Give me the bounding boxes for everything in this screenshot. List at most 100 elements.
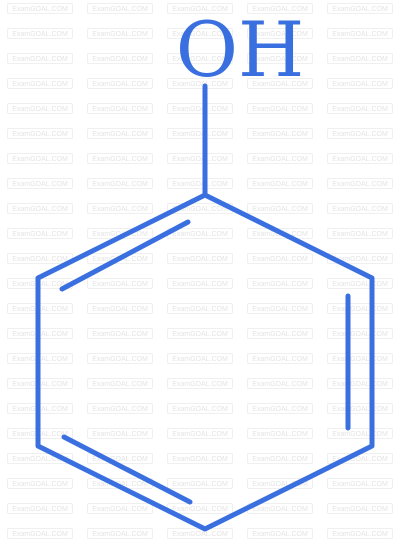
watermark: ExamGOAL.COM — [327, 3, 393, 14]
watermark-row: ExamGOAL.COM ExamGOAL.COM ExamGOAL.COM Exam… — [0, 53, 400, 67]
watermark: ExamGOAL.COM — [247, 403, 313, 414]
watermark: ExamGOAL.COM — [327, 228, 393, 239]
watermark: ExamGOAL.COM — [87, 278, 153, 289]
watermark: ExamGOAL.COM — [247, 178, 313, 189]
watermark: ExamGOAL.COM — [247, 278, 313, 289]
watermark: ExamGOAL.COM — [167, 378, 233, 389]
watermark: ExamGOAL.COM — [327, 503, 393, 514]
watermark: ExamGOAL.COM — [247, 128, 313, 139]
hydroxyl-label: OH — [176, 5, 305, 94]
watermark: ExamGOAL.COM — [167, 178, 233, 189]
watermark-row: ExamGOAL.COM ExamGOAL.COM ExamGOAL.COM Exam… — [0, 28, 400, 42]
watermark: ExamGOAL.COM — [327, 153, 393, 164]
watermark: ExamGOAL.COM — [87, 503, 153, 514]
watermark: ExamGOAL.COM — [7, 478, 73, 489]
watermark: ExamGOAL.COM — [87, 128, 153, 139]
watermark: ExamGOAL.COM — [87, 28, 153, 39]
watermark: ExamGOAL.COM — [7, 178, 73, 189]
watermark-row: ExamGOAL.COM ExamGOAL.COM ExamGOAL.COM Exam… — [0, 3, 400, 17]
watermark: ExamGOAL.COM — [167, 78, 233, 89]
watermark: ExamGOAL.COM — [247, 28, 313, 39]
watermark: ExamGOAL.COM — [87, 353, 153, 364]
watermark: ExamGOAL.COM — [327, 103, 393, 114]
watermark: ExamGOAL.COM — [327, 328, 393, 339]
watermark: ExamGOAL.COM — [167, 353, 233, 364]
watermark: ExamGOAL.COM — [87, 528, 153, 539]
watermark: ExamGOAL.COM — [327, 278, 393, 289]
watermark: ExamGOAL.COM — [167, 428, 233, 439]
watermark-row: ExamGOAL.COM ExamGOAL.COM ExamGOAL.COM Exam… — [0, 128, 400, 142]
watermark: ExamGOAL.COM — [327, 353, 393, 364]
watermark: ExamGOAL.COM — [87, 328, 153, 339]
watermark: ExamGOAL.COM — [327, 528, 393, 539]
watermark: ExamGOAL.COM — [7, 3, 73, 14]
watermark: ExamGOAL.COM — [87, 153, 153, 164]
watermark: ExamGOAL.COM — [247, 203, 313, 214]
watermark: ExamGOAL.COM — [247, 103, 313, 114]
watermark: ExamGOAL.COM — [167, 303, 233, 314]
watermark: ExamGOAL.COM — [7, 153, 73, 164]
watermark: ExamGOAL.COM — [167, 453, 233, 464]
watermark: ExamGOAL.COM — [87, 53, 153, 64]
watermark-row: ExamGOAL.COM ExamGOAL.COM ExamGOAL.COM Exam… — [0, 78, 400, 92]
watermark: ExamGOAL.COM — [167, 478, 233, 489]
watermark-row: ExamGOAL.COM ExamGOAL.COM ExamGOAL.COM Exam… — [0, 203, 400, 217]
watermark: ExamGOAL.COM — [327, 378, 393, 389]
watermark: ExamGOAL.COM — [167, 253, 233, 264]
watermark: ExamGOAL.COM — [167, 278, 233, 289]
watermark: ExamGOAL.COM — [167, 53, 233, 64]
watermark: ExamGOAL.COM — [87, 103, 153, 114]
benzene-ring — [35, 192, 375, 532]
watermark: ExamGOAL.COM — [7, 78, 73, 89]
watermark: ExamGOAL.COM — [327, 403, 393, 414]
watermark: ExamGOAL.COM — [247, 3, 313, 14]
watermark: ExamGOAL.COM — [247, 328, 313, 339]
watermark: ExamGOAL.COM — [7, 103, 73, 114]
watermark: ExamGOAL.COM — [167, 3, 233, 14]
watermark: ExamGOAL.COM — [327, 78, 393, 89]
watermark: ExamGOAL.COM — [327, 53, 393, 64]
watermark: ExamGOAL.COM — [247, 53, 313, 64]
watermark: ExamGOAL.COM — [247, 378, 313, 389]
watermark: ExamGOAL.COM — [247, 253, 313, 264]
watermark: ExamGOAL.COM — [327, 203, 393, 214]
double-bond-inner-top-left — [59, 219, 191, 292]
watermark: ExamGOAL.COM — [87, 303, 153, 314]
watermark: ExamGOAL.COM — [167, 103, 233, 114]
watermark: ExamGOAL.COM — [167, 153, 233, 164]
watermark: ExamGOAL.COM — [7, 203, 73, 214]
watermark-row: ExamGOAL.COM ExamGOAL.COM ExamGOAL.COM Exam… — [0, 103, 400, 117]
watermark: ExamGOAL.COM — [247, 453, 313, 464]
watermark-row: ExamGOAL.COM ExamGOAL.COM ExamGOAL.COM Exam… — [0, 153, 400, 167]
watermark: ExamGOAL.COM — [247, 353, 313, 364]
watermark: ExamGOAL.COM — [87, 378, 153, 389]
watermark: ExamGOAL.COM — [7, 528, 73, 539]
watermark: ExamGOAL.COM — [7, 53, 73, 64]
watermark: ExamGOAL.COM — [167, 128, 233, 139]
watermark: ExamGOAL.COM — [7, 28, 73, 39]
watermark: ExamGOAL.COM — [87, 178, 153, 189]
double-bond-inner-bottom-left — [61, 434, 193, 505]
watermark: ExamGOAL.COM — [247, 428, 313, 439]
watermark: ExamGOAL.COM — [87, 403, 153, 414]
watermark: ExamGOAL.COM — [327, 303, 393, 314]
watermark: ExamGOAL.COM — [247, 303, 313, 314]
watermark: ExamGOAL.COM — [327, 28, 393, 39]
watermark: ExamGOAL.COM — [327, 478, 393, 489]
watermark: ExamGOAL.COM — [7, 503, 73, 514]
watermark: ExamGOAL.COM — [247, 78, 313, 89]
watermark: ExamGOAL.COM — [327, 128, 393, 139]
watermark-row: ExamGOAL.COM ExamGOAL.COM ExamGOAL.COM Exam… — [0, 178, 400, 192]
watermark: ExamGOAL.COM — [167, 328, 233, 339]
watermark: ExamGOAL.COM — [167, 403, 233, 414]
watermark: ExamGOAL.COM — [247, 153, 313, 164]
watermark: ExamGOAL.COM — [7, 128, 73, 139]
watermark: ExamGOAL.COM — [87, 428, 153, 439]
watermark: ExamGOAL.COM — [87, 78, 153, 89]
watermark: ExamGOAL.COM — [87, 203, 153, 214]
watermark: ExamGOAL.COM — [247, 478, 313, 489]
